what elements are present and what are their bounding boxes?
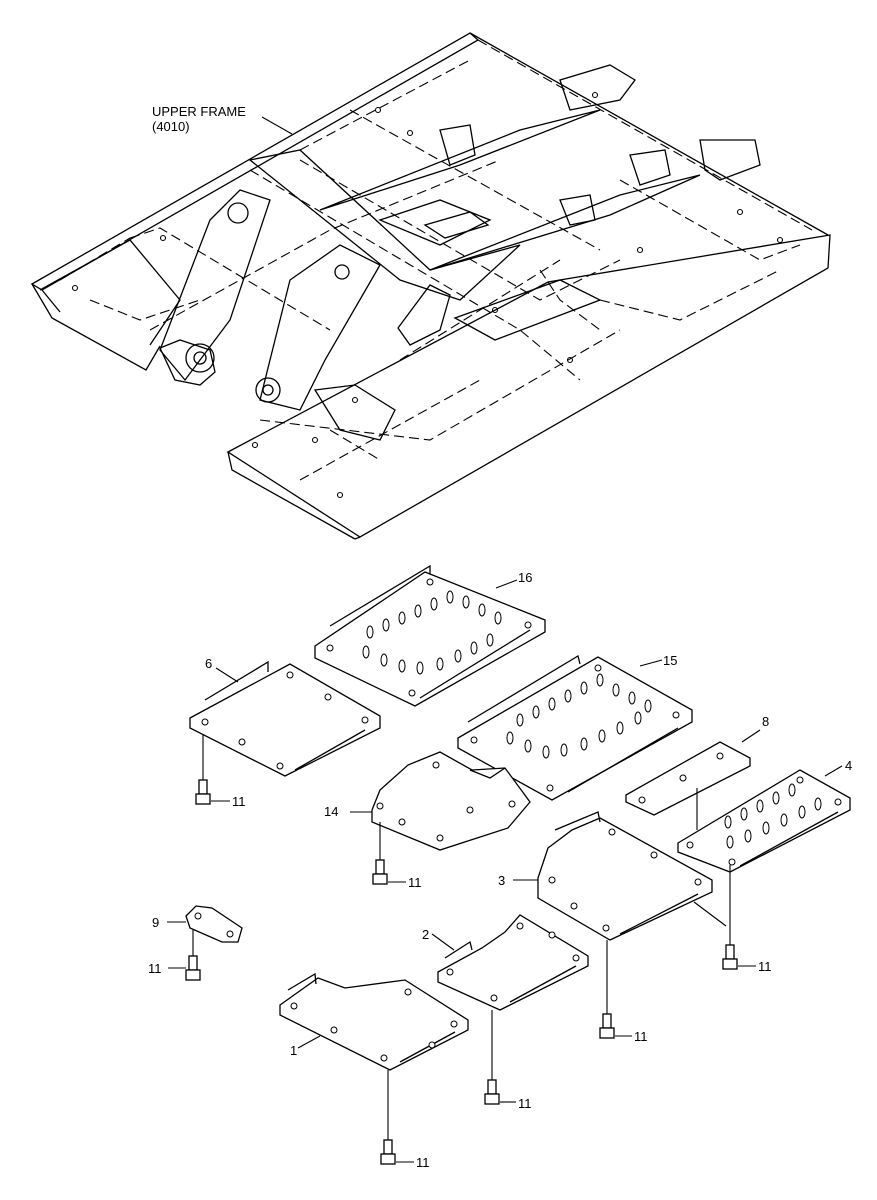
part-8-plate bbox=[625, 729, 761, 830]
bolt-11-a bbox=[195, 779, 230, 805]
bolt-11-e bbox=[722, 944, 756, 970]
label-15: 15 bbox=[663, 653, 677, 668]
part-16-plate bbox=[314, 564, 546, 707]
label-2: 2 bbox=[422, 927, 429, 942]
upper-frame-code: (4010) bbox=[152, 119, 190, 134]
frame-bolt-holes bbox=[71, 91, 784, 499]
label-1: 1 bbox=[290, 1043, 297, 1058]
bolt-11-d bbox=[380, 1139, 414, 1165]
bolt-11-c bbox=[168, 955, 201, 981]
label-8: 8 bbox=[762, 714, 769, 729]
label-11-b: 11 bbox=[408, 875, 422, 890]
part-16-slots bbox=[362, 590, 502, 675]
upper-frame-assembly bbox=[30, 32, 831, 540]
label-14: 14 bbox=[324, 804, 338, 819]
part-15-slots bbox=[506, 673, 652, 759]
label-11-e: 11 bbox=[758, 959, 772, 974]
part-4-slots bbox=[724, 783, 822, 849]
part-3-plate bbox=[513, 811, 727, 1014]
label-16: 16 bbox=[518, 570, 532, 585]
label-11-f: 11 bbox=[634, 1029, 648, 1044]
part-1-plate bbox=[279, 972, 469, 1140]
bolt-11-f bbox=[599, 1013, 632, 1039]
part-15-plate bbox=[457, 654, 693, 801]
part-4-plate bbox=[677, 765, 851, 945]
label-9: 9 bbox=[152, 915, 159, 930]
part-6-plate bbox=[189, 660, 381, 780]
part-9-plate bbox=[167, 905, 243, 956]
label-4: 4 bbox=[845, 758, 852, 773]
label-11-a: 11 bbox=[232, 794, 246, 809]
label-6: 6 bbox=[205, 656, 212, 671]
part-14-plate bbox=[350, 751, 531, 860]
upper-frame-label: UPPER FRAME bbox=[152, 104, 246, 119]
label-3: 3 bbox=[498, 873, 505, 888]
bolt-11-b bbox=[372, 859, 406, 885]
part-2-plate bbox=[431, 914, 589, 1080]
bolt-11-g bbox=[484, 1079, 516, 1105]
label-11-c: 11 bbox=[148, 961, 162, 976]
label-11-g: 11 bbox=[518, 1096, 532, 1111]
label-11-d: 11 bbox=[416, 1155, 430, 1170]
